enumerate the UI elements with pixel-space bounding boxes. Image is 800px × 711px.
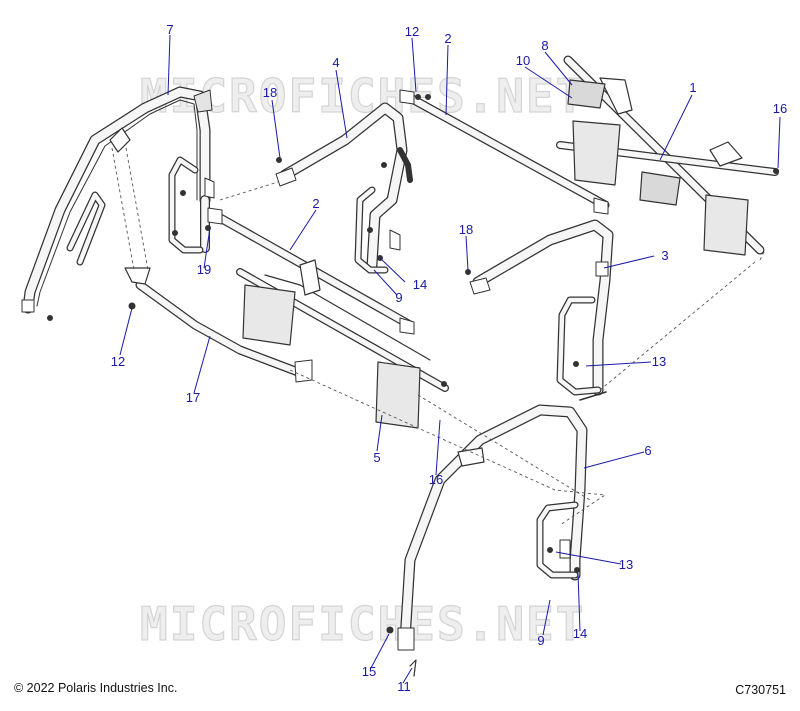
callout-9-upper: 9 [395,290,403,305]
callout-16-lower: 16 [428,472,444,487]
part-3-rear-roll-bar [465,219,614,401]
part-5-mirror-assembly [236,259,449,429]
callout-4: 4 [332,55,340,70]
callout-3: 3 [661,248,669,263]
callout-8: 8 [541,38,549,53]
callout-11: 11 [397,679,411,694]
callout-12-top: 12 [404,24,420,39]
watermark-bottom: MICROFICHES.NET [140,597,585,651]
diagram-code: C730751 [735,683,786,697]
callout-7: 7 [166,22,174,37]
callout-1: 1 [689,80,697,95]
callout-14-upper: 14 [412,277,428,292]
callout-6: 6 [644,443,652,458]
callout-2-lower: 2 [312,196,320,211]
callout-19: 19 [196,262,212,277]
callout-2-upper: 2 [444,31,452,46]
callout-16-right: 16 [772,101,788,116]
callout-15: 15 [361,664,377,679]
leader-lines [119,34,781,684]
callout-18-mid: 18 [458,222,474,237]
nut-19 [205,225,211,231]
callout-13-lower: 13 [618,557,634,572]
callout-14-lower: 14 [572,626,588,641]
part-7-front-roll-bar [21,86,215,321]
assembly-guide-lines [111,147,766,526]
nut-12-top [425,94,431,100]
copyright-text: © 2022 Polaris Industries Inc. [14,681,178,695]
nut-16-right [773,168,779,174]
part-6-rear-roll-bar [386,404,588,677]
part-1-bracket-assembly [556,55,779,256]
callout-17: 17 [185,390,201,405]
part-17-lower-tube [124,267,313,383]
watermark-top: MICROFICHES.NET [140,69,585,123]
callout-9-lower: 9 [537,633,545,648]
nut-16-lower [441,381,447,387]
part-4-tube [275,102,413,274]
part-2-cross-bar-upper [399,89,610,215]
callout-12-left: 12 [110,354,126,369]
callout-18-top: 18 [262,85,278,100]
callout-5: 5 [373,450,381,465]
callout-13-upper: 13 [651,354,667,369]
callout-10: 10 [515,53,531,68]
